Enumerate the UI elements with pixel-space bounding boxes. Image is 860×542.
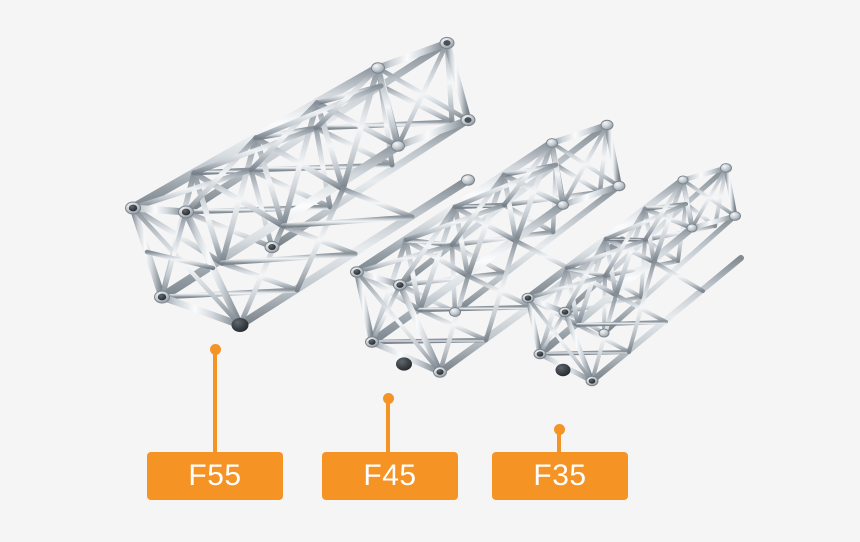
callout-box-f35[interactable]: F35: [492, 452, 628, 500]
callout-box-f45[interactable]: F45: [322, 452, 458, 500]
callout-dot-f35: [554, 424, 565, 435]
truss-endcap-group-f45: [350, 119, 626, 378]
callout-dot-f45: [383, 393, 394, 404]
callout-label-f35: F35: [533, 459, 587, 492]
callout-stem-f45: [386, 401, 390, 452]
callout-stem-f55: [213, 352, 217, 452]
callout-label-f55: F55: [188, 459, 242, 492]
callout-label-f45: F45: [363, 459, 417, 492]
callout-stem-f35: [557, 432, 561, 452]
callout-dot-f55: [210, 344, 221, 355]
truss-f35: [521, 163, 744, 387]
truss-f55: [125, 36, 476, 332]
callout-box-f55[interactable]: F55: [147, 452, 283, 500]
truss-endcap-group-f35: [521, 163, 741, 387]
truss-endcap-group-f55: [125, 201, 280, 332]
